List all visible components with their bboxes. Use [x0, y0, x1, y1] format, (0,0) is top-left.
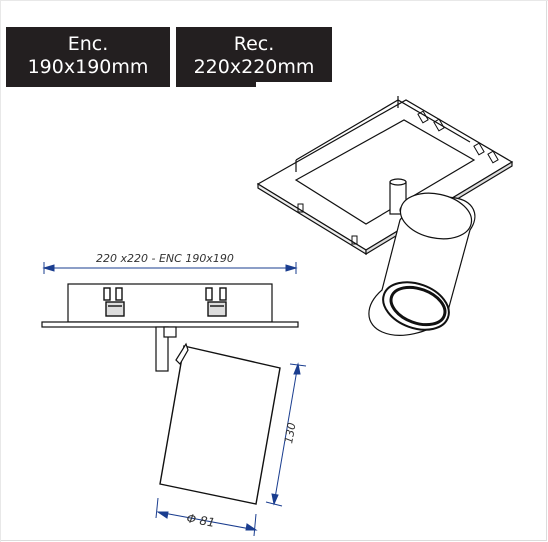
spring-clips: [297, 110, 499, 245]
housing-body: [67, 283, 273, 323]
frame-left-border: [0, 0, 1, 542]
width-dimension: [42, 262, 298, 274]
enclosure-size-badge: Enc. 190x190mm: [6, 27, 170, 87]
enclosure-badge-size: 190x190mm: [27, 56, 149, 78]
cylinder-top: [399, 192, 473, 240]
spotlight-body-side: [159, 345, 281, 505]
width-dimension-label: 220 x220 - ENC 190x190: [96, 252, 234, 265]
side-mount-stem: [155, 326, 169, 372]
recess-badge-title: Rec.: [233, 33, 275, 55]
spotlight-cylinder: [368, 192, 476, 336]
diameter-dimension: [155, 497, 258, 537]
recess-size-badge: Rec. 220x220mm: [176, 27, 332, 87]
side-clips: [103, 287, 227, 317]
enclosure-badge-title: Enc.: [67, 33, 109, 55]
height-dimension: [265, 362, 307, 507]
recess-badge-size: 220x220mm: [193, 56, 315, 78]
cylinder-opening: [389, 285, 447, 327]
trim-inner-opening: [294, 119, 476, 225]
trim-flange: [41, 321, 299, 328]
height-dimension-label: 130: [282, 422, 298, 445]
frame-top-border: [0, 0, 548, 1]
side-elevation: [41, 262, 307, 537]
badge-notch: [256, 82, 332, 87]
isometric-view: [256, 96, 514, 336]
diameter-dimension-label: Φ 81: [185, 511, 216, 530]
